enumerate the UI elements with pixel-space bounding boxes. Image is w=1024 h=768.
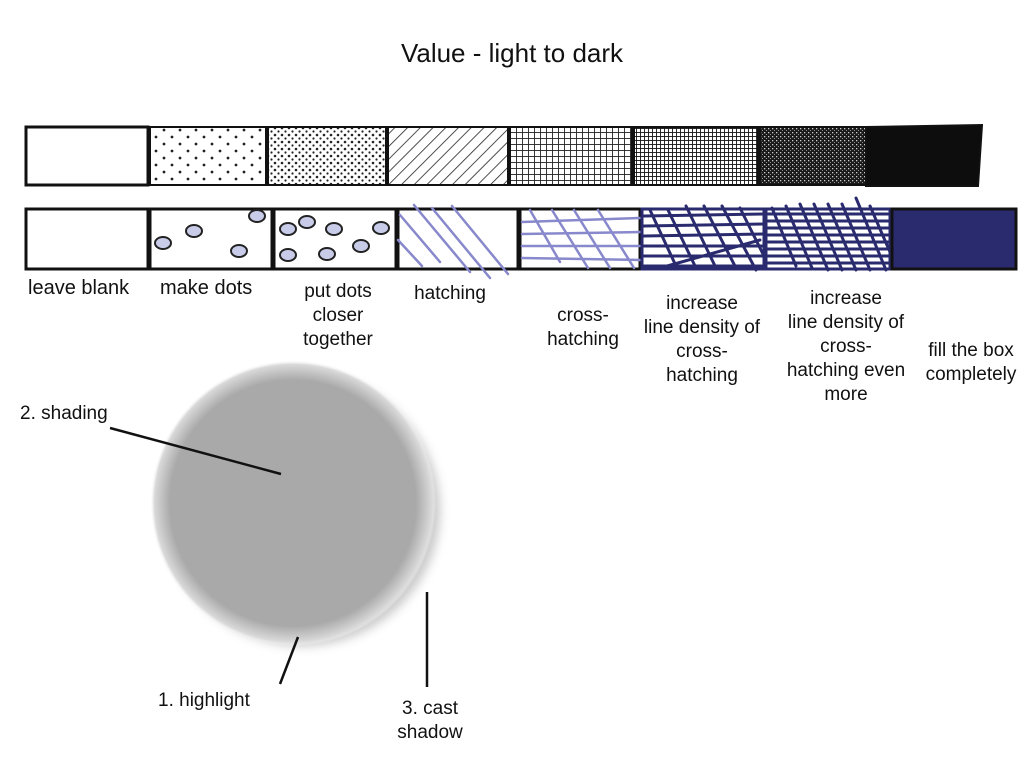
texture-strip bbox=[24, 123, 984, 187]
leader-lines bbox=[109, 426, 429, 687]
label-leave-blank: leave blank bbox=[28, 277, 130, 299]
illustrated-strip bbox=[24, 196, 1018, 280]
texture-crosshatch bbox=[509, 126, 633, 186]
texture-dots-dense bbox=[267, 126, 387, 186]
texture-hatching bbox=[387, 126, 509, 186]
texture-filled bbox=[865, 123, 984, 187]
sphere-body bbox=[150, 360, 436, 646]
box-dots bbox=[148, 207, 274, 271]
diagram-title: Value - light to dark bbox=[400, 38, 624, 68]
label-make-dots: make dots bbox=[160, 277, 253, 299]
highlight-leader bbox=[278, 636, 300, 685]
label-hatching: hatching bbox=[414, 283, 486, 304]
box-hatching bbox=[396, 203, 520, 280]
shading-leader bbox=[109, 426, 282, 476]
label-crosshatching: cross-hatching bbox=[547, 305, 619, 350]
box-crosshatching bbox=[518, 207, 642, 271]
label-highlight: 1. highlight bbox=[158, 690, 250, 711]
label-shading: 2. shading bbox=[20, 403, 108, 424]
box-crosshatching-denser bbox=[764, 196, 892, 272]
box-dots-closer bbox=[272, 207, 398, 271]
texture-blank bbox=[24, 125, 150, 187]
box-crosshatching-dense bbox=[640, 204, 766, 272]
texture-dots bbox=[149, 126, 267, 186]
box-blank bbox=[24, 207, 150, 271]
box-filled bbox=[890, 207, 1018, 271]
texture-crosshatch-denser bbox=[759, 126, 867, 186]
texture-crosshatch-dense bbox=[633, 126, 759, 186]
shaded-sphere bbox=[150, 360, 440, 646]
